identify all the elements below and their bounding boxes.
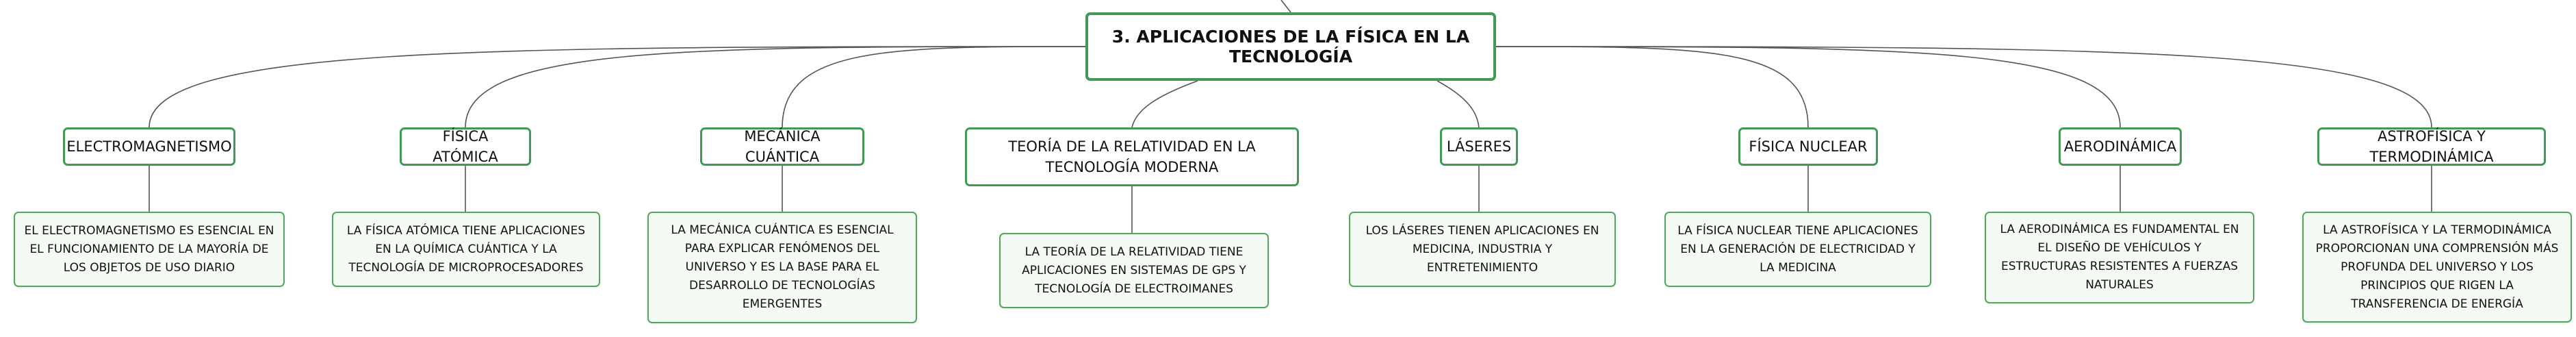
detail-electromagnetismo[interactable]: EL ELECTROMAGNETISMO ES ESENCIAL EN EL F… (14, 212, 285, 287)
connector-root-mecanica-cuantica (782, 46, 1086, 128)
connector-root-fisica-atomica (465, 46, 1086, 128)
connector-root-electromagnetismo (149, 46, 1086, 128)
topic-electromagnetismo[interactable]: ELECTROMAGNETISMO (63, 127, 235, 166)
topic-astrofisica-termodinamica[interactable]: ASTROFÍSICA Y TERMODINÁMICA (2317, 127, 2546, 166)
connector-root-fisica-nuclear (1495, 46, 1809, 128)
detail-fisica-nuclear[interactable]: LA FÍSICA NUCLEAR TIENE APLICACIONES EN … (1664, 212, 1931, 287)
detail-mecanica-cuantica[interactable]: LA MECÁNICA CUÁNTICA ES ESENCIAL PARA EX… (647, 212, 917, 323)
connector-root-relatividad (1131, 80, 1198, 128)
detail-laseres[interactable]: LOS LÁSERES TIENEN APLICACIONES EN MEDIC… (1349, 212, 1616, 287)
topic-teoria-relatividad[interactable]: TEORÍA DE LA RELATIVIDAD EN LA TECNOLOGÍ… (965, 127, 1299, 186)
topic-aerodinamica[interactable]: AERODINÁMICA (2059, 127, 2182, 166)
connector-root-aerodinamica (1495, 46, 2121, 128)
parent-connector (1280, 0, 1291, 13)
topic-fisica-nuclear[interactable]: FÍSICA NUCLEAR (1738, 127, 1878, 166)
detail-fisica-atomica[interactable]: LA FÍSICA ATÓMICA TIENE APLICACIONES EN … (332, 212, 600, 287)
detail-aerodinamica[interactable]: LA AERODINÁMICA ES FUNDAMENTAL EN EL DIS… (1985, 212, 2254, 303)
topic-laseres[interactable]: LÁSERES (1440, 127, 1518, 166)
connector-root-astrofisica (1495, 46, 2432, 128)
connector-root-laseres (1437, 80, 1480, 128)
topic-fisica-atomica[interactable]: FÍSICA ATÓMICA (400, 127, 531, 166)
detail-astrofisica-termodinamica[interactable]: LA ASTROFÍSICA Y LA TERMODINÁMICA PROPOR… (2302, 212, 2572, 323)
topic-mecanica-cuantica[interactable]: MECÁNICA CUÁNTICA (700, 127, 864, 166)
root-topic[interactable]: 3. APLICACIONES DE LA FÍSICA EN LA TECNO… (1085, 12, 1496, 81)
detail-teoria-relatividad[interactable]: LA TEORÍA DE LA RELATIVIDAD TIENE APLICA… (999, 233, 1269, 308)
